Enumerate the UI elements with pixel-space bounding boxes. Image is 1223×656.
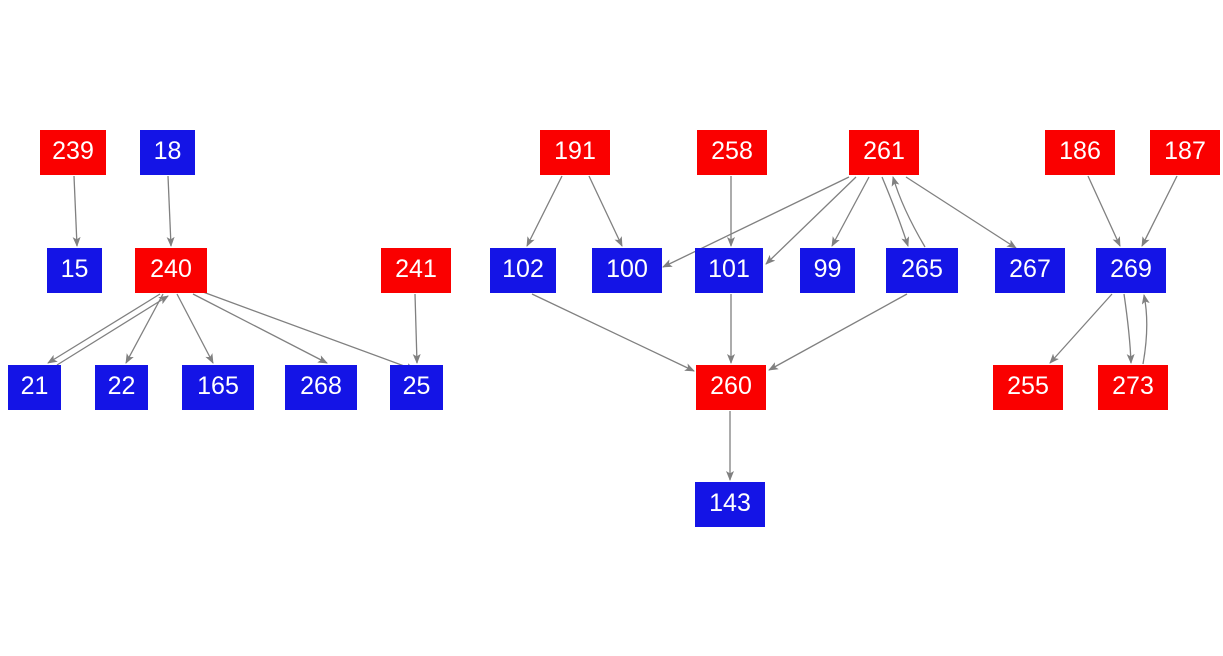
graph-edge [56,295,169,366]
graph-node-label: 241 [395,255,437,283]
graph-node-22[interactable]: 22 [95,365,148,410]
graph-edges [47,175,1178,481]
graph-edge [192,293,328,364]
graph-node-265[interactable]: 265 [886,248,958,293]
graph-node-label: 191 [554,137,596,165]
graph-node-label: 165 [197,372,239,400]
graph-edge [125,293,164,364]
graph-node-label: 269 [1110,255,1152,283]
graph-edge [1141,294,1150,365]
graph-edge [588,175,623,247]
graph-node-269[interactable]: 269 [1096,248,1166,293]
graph-node-label: 21 [20,372,49,400]
graph-node-267[interactable]: 267 [995,248,1065,293]
graph-edge [176,293,214,364]
graph-node-241[interactable]: 241 [381,248,451,293]
graph-node-18[interactable]: 18 [140,130,195,175]
graph-node-25[interactable]: 25 [390,365,443,410]
graph-node-261[interactable]: 261 [849,130,919,175]
graph-node-label: 265 [901,255,943,283]
graph-node-label: 267 [1009,255,1051,283]
graph-node-label: 261 [863,137,905,165]
graph-edge [531,293,695,372]
graph-node-99[interactable]: 99 [800,248,855,293]
graph-edge [1141,175,1178,247]
graph-node-165[interactable]: 165 [182,365,254,410]
graph-node-label: 239 [52,137,94,165]
graph-node-label: 99 [813,255,842,283]
graph-node-label: 260 [710,372,752,400]
graph-node-label: 240 [150,255,192,283]
graph-edge [905,176,1017,249]
graph-node-label: 100 [606,255,648,283]
graph-node-273[interactable]: 273 [1098,365,1168,410]
graph-node-143[interactable]: 143 [695,482,765,527]
graph-node-label: 273 [1112,372,1154,400]
graph-node-label: 25 [402,372,431,400]
graph-node-label: 102 [502,255,544,283]
graph-edge [831,176,870,247]
graph-edge [47,293,161,364]
graph-node-101[interactable]: 101 [695,248,763,293]
graph-edge [1049,293,1113,364]
graph-node-label: 255 [1007,372,1049,400]
graph-edge [1123,293,1135,364]
graph-node-191[interactable]: 191 [540,130,610,175]
graph-node-label: 22 [107,372,136,400]
graph-node-15[interactable]: 15 [47,248,102,293]
graph-node-label: 18 [153,137,182,165]
graph-node-label: 101 [708,255,750,283]
graph-node-240[interactable]: 240 [135,248,207,293]
graph-node-label: 258 [711,137,753,165]
graph-edge [1087,175,1121,247]
graph-edge [891,176,926,248]
graph-node-label: 187 [1164,137,1206,165]
graph-node-258[interactable]: 258 [697,130,767,175]
graph-node-186[interactable]: 186 [1045,130,1115,175]
graph-node-label: 268 [300,372,342,400]
graph-node-100[interactable]: 100 [592,248,662,293]
graph-node-label: 15 [60,255,89,283]
graph-edge [768,293,908,371]
graph-node-21[interactable]: 21 [8,365,61,410]
graph-node-239[interactable]: 239 [40,130,106,175]
graph-node-268[interactable]: 268 [285,365,357,410]
graph-edge [526,175,563,247]
graph-edge [412,293,421,364]
graph-node-187[interactable]: 187 [1150,130,1220,175]
graph-edge [72,175,81,247]
graph-node-255[interactable]: 255 [993,365,1063,410]
graph-node-label: 143 [709,489,751,517]
graph-node-label: 186 [1059,137,1101,165]
graph-node-102[interactable]: 102 [490,248,556,293]
graph-edge [166,175,175,247]
graph-edge [881,176,910,247]
graph-node-260[interactable]: 260 [696,365,766,410]
graph-edge [202,291,416,371]
